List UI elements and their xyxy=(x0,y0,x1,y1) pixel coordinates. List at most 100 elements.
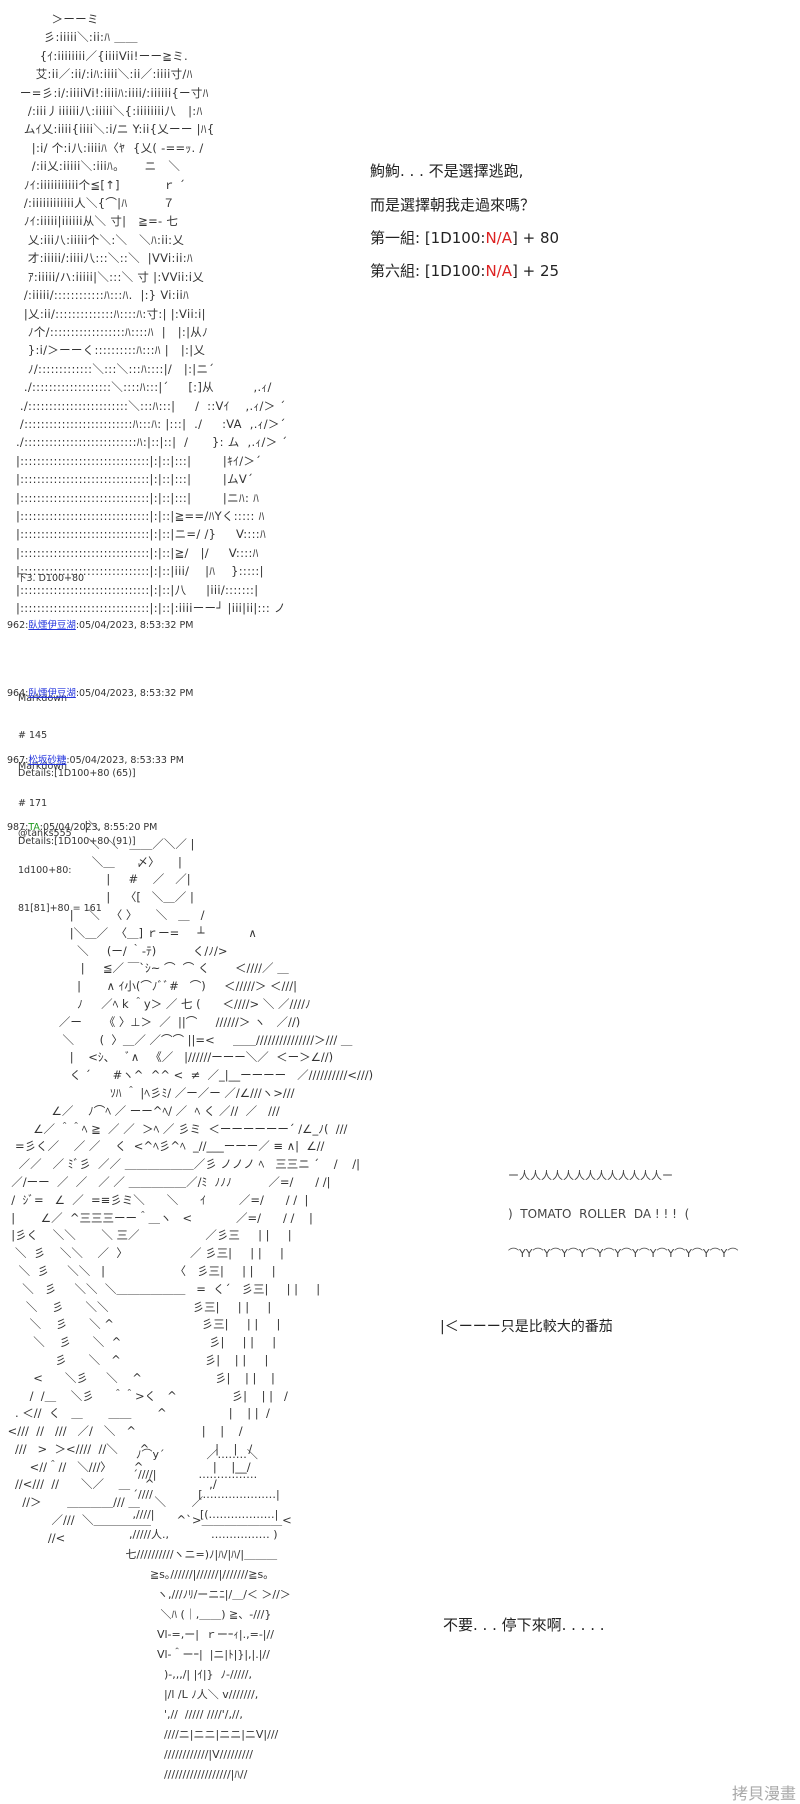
post-author-link[interactable]: 臥煙伊豆湖 xyxy=(28,620,76,631)
group1-prefix: 第一組: [1D100: xyxy=(370,229,486,247)
ascii-art-line: /::::::::::::::::::::::::::ﾊ:::ﾊ: |:::| … xyxy=(12,416,286,431)
ascii-art-line: |:::::::::::::::::::::::::::::::|:|::|八 … xyxy=(12,582,259,597)
ascii-art-line: //////////////////|ﾊ// xyxy=(115,1768,248,1781)
ascii-art-line: ﾉ个/::::::::::::::::::ﾊ::::ﾊ | |:|从ﾉ xyxy=(12,324,209,339)
ascii-art-line: =彡く／ ／ ／ く <^ﾍ彡^ﾍ _//___ーーー／ ≡ ∧| ∠// xyxy=(4,1139,325,1154)
ascii-art-line: //< xyxy=(4,1530,66,1545)
ascii-art-line: |:::::::::::::::::::::::::::::::|:|::|:i… xyxy=(12,601,286,615)
ascii-art-line: く ´ #ヽ^ ^^ < ≠ ／_|__ーーーー ／//////////<///… xyxy=(4,1068,374,1083)
ascii-art-line: ,////| [(‥‥‥‥‥‥‥‥‥| xyxy=(115,1508,279,1521)
dialogue-line-2: 而是選擇朝我走過來嗎？ xyxy=(370,196,536,214)
ascii-art-line: < ＼彡 ＼ ^ 彡| | | | xyxy=(4,1370,275,1385)
arrow-label: |＜ーーー只是比較大的番茄 xyxy=(440,1319,613,1335)
ascii-art-line: ≧s｡//////|//////|///////≧s｡ xyxy=(115,1568,269,1581)
group1-roll: 第一組: [1D100:N/A] + 80 xyxy=(370,227,559,248)
dialogue-line-1: 鮈鮈. . . 不是選擇逃跑, xyxy=(370,162,524,180)
ascii-art-line: /:ii乂:iiiii＼:iiiﾊ。 ニ ＼ xyxy=(12,159,181,174)
ascii-art-line: ＼＿ 〆〉 | xyxy=(4,854,182,869)
ascii-art-line: 艾:ii／:ii/:iﾊ:iiii＼:ii／:iiii寸/ﾊ xyxy=(12,67,193,82)
post-time: :05/04/2023, 8:53:32 PM xyxy=(75,620,194,631)
ascii-art-line: Vl-=,ー| ｒーｰｨ|.,=-|// xyxy=(115,1628,274,1641)
post-987: 987:TA:05/04/2023, 8:55:20 PM xyxy=(7,797,157,847)
ascii-art-line: ＼ 彡 ＼＼ ＼＿＿＿＿＿＿ = く´ 彡三| | | | xyxy=(4,1281,321,1296)
ascii-art-line: ＼ 彡 ＼ ^ 彡| | | | xyxy=(4,1335,277,1350)
ascii-art-line: <//＾// ＼///〉 ^ | |__/ xyxy=(4,1459,251,1474)
ascii-art-line: | ＼ 〈 〉 ＼ ＿ / xyxy=(4,907,205,922)
ascii-art-line: ,/////人., ‥‥‥‥‥‥‥‥ ) xyxy=(115,1528,278,1541)
ascii-art-line: . ＜// く ＿ ＿＿ ^ | | | / xyxy=(4,1406,270,1421)
ascii-art-line: )-,,,/| |ｲ|} ﾉ-/////, xyxy=(115,1668,253,1681)
ascii-art-line: |:::::::::::::::::::::::::::::::|:|::|≧/… xyxy=(12,545,259,560)
ascii-art-line: |:::::::::::::::::::::::::::::::|:|::|≧=… xyxy=(12,508,265,523)
ascii-art-line: |＼＿／ 〈＿] ｒー= ┴ ∧ xyxy=(4,925,257,940)
ascii-art-line: ∠／ ＾＾ﾍ ≧ ／ ／ ＞ﾍ ／ 彡ミ ＜ーーーーーー´ /∠_ﾉ( /// xyxy=(4,1121,348,1136)
post-number: 962: xyxy=(7,620,29,631)
ascii-art-line: / /＿ ＼彡 ＾＾>く ^ 彡| | | / xyxy=(4,1388,288,1403)
ascii-art-line: 七//////////ヽニ=)ﾉ|ﾊ/|ﾊ/|＿＿＿ xyxy=(115,1548,278,1561)
dialogue-bottom: 不要. . . 停下來啊. . . . . xyxy=(443,1616,605,1634)
watermark: 拷貝漫畫 xyxy=(732,1784,797,1803)
ascii-art-line: |:::::::::::::::::::::::::::::::|:|::|::… xyxy=(12,453,262,468)
post-author-link[interactable]: 臥煙伊豆湖 xyxy=(28,688,76,699)
ascii-art-line: ﾉ/:::::::::::::＼:::＼:::ﾊ::::|/ |:|ニ´ xyxy=(12,361,215,376)
ascii-art-line: ｱ:iiiii/ハ:iiiii|＼:::＼ 寸 |:VVii:i乂 xyxy=(12,269,205,284)
post-header: 987:TA:05/04/2023, 8:55:20 PM xyxy=(7,822,157,835)
ascii-art-line: ｿﾊ ＾ |ﾍ彡ﾐ/ ／ー／ー ／/∠///ヽ>/// xyxy=(4,1085,295,1100)
group6-suffix: ] + 25 xyxy=(512,262,560,280)
ascii-art-line: |/l /L ﾉ人＼ v///////, xyxy=(115,1688,259,1701)
post-header: 967:松坂砂糖:05/04/2023, 8:53:33 PM xyxy=(7,755,184,768)
ascii-art-line: / ｼﾞ= ∠ ／ =≡彡ミ＼ ＼ ｲ ／=/ / / | xyxy=(4,1192,309,1207)
post-line: # 171 xyxy=(18,798,48,809)
ascii-art-line: ////ニ|ニニ|ニニ|ニV|/// xyxy=(115,1728,279,1741)
ascii-art-line: ',// ///// ////'/,//, xyxy=(115,1708,243,1721)
ascii-art-line: | ∧ ｲ小(⌒ﾉﾞﾞ# ⌒) ＜/////＞ ＜///| xyxy=(4,979,298,994)
ascii-art-line: ﾉ⌒y´ ／‥‥‥‥＼ xyxy=(115,1448,258,1461)
group1-value: N/A xyxy=(485,229,512,247)
ascii-art-line: ﾉ ／ﾍ k ＾y＞ ／ 七 ( ＜////> ＼ ／////ﾉ xyxy=(4,996,311,1011)
ascii-art-line: |:::::::::::::::::::::::::::::::|:|::|::… xyxy=(12,490,260,505)
ascii-art-line: </// // /// ／/ ＼ ^ | | / xyxy=(4,1424,243,1439)
post-time: :05/04/2023, 8:55:20 PM xyxy=(39,822,158,833)
post-line: Markdown xyxy=(18,692,68,704)
ascii-art-line: |乂:ii/::::::::::::::ﾊ::::ﾊ:寸:| |:Vii:i| xyxy=(12,306,206,321)
ascii-art-line: ムｲ乂:iiii{iiii＼:i/ニ Y:ii{乂ーー |ﾊ{ xyxy=(12,122,215,137)
ascii-art-line: }:i/＞ーーく::::::::::ﾊ:::ﾊ | |:|乂 xyxy=(12,343,206,358)
ascii-art-line: ﾉｲ:iiiiiiiiiii个≦[↑] ｒ ´ xyxy=(12,177,186,192)
ascii-art-line: ＼ﾊ (｜,＿＿) ≧、-///} xyxy=(115,1608,272,1621)
ascii-art-top: ＞ーーミ 彡:iiiii＼:ii:ﾊ ＿＿ {ｲ:iiiiiiii／{iiiiV… xyxy=(12,10,287,617)
post-line: # 145 xyxy=(18,730,48,741)
ascii-art-line: ー=彡:i/:iiiiVi!:iiiiﾊ:iiii/:iiiiii{ー寸ﾊ xyxy=(12,85,209,100)
ascii-art-line: 彡:iiiii＼:ii:ﾊ ＿＿ xyxy=(12,30,138,45)
group6-value: N/A xyxy=(485,262,512,280)
ascii-art-line: ´////| ‥‥‥‥‥‥‥‥ xyxy=(115,1468,258,1481)
ascii-art-line: {ｲ:iiiiiiii／{iiiiVii!ーー≧ミ. xyxy=(12,48,188,63)
ascii-art-line: Vl-＾ーｰ| |ニ|ﾄ|}|,|.|// xyxy=(115,1648,270,1661)
ascii-art-bottom: ﾉ⌒y´ ／‥‥‥‥＼ ´////| ‥‥‥‥‥‥‥‥ ´//// [‥‥‥‥‥… xyxy=(115,1445,290,1785)
ascii-art-line: ／/ーー ／ ／ ／ ／ ＿＿＿＿＿／/ﾐ ﾉﾉﾉ ／=/ / /| xyxy=(4,1174,331,1189)
ascii-art-line: | 〈[ ＼＿／ | xyxy=(4,890,194,905)
ascii-art-line: ﾉｲ:iiiii|iiiiii从＼ 寸| ≧=- 七 xyxy=(12,214,179,229)
post-author-link[interactable]: 松坂砂糖 xyxy=(28,755,67,766)
post-time: :05/04/2023, 8:53:33 PM xyxy=(66,755,184,766)
ascii-art-line: |:::::::::::::::::::::::::::::::|:|::|ニ=… xyxy=(12,527,266,542)
post-number: 964: xyxy=(7,688,29,699)
bubble-text: ) TOMATO ROLLER DA ! ! ! ( xyxy=(508,1207,690,1221)
ascii-art-line: /:iiiiiiiiiiii人＼{⌒|ﾊ ７ xyxy=(12,196,175,211)
ascii-art-line: ////////////|V///////// xyxy=(115,1748,254,1761)
post-time: :05/04/2023, 8:53:32 PM xyxy=(75,688,194,699)
ascii-art-line: /// > ＞<//// //＼ ^ | | / xyxy=(4,1441,253,1456)
ascii-art-line: ´//// [‥‥‥‥‥‥‥‥‥‥| xyxy=(115,1488,280,1501)
post-line: @tanks555 xyxy=(18,827,72,839)
post-header: 964:臥煙伊豆湖:05/04/2023, 8:53:32 PM xyxy=(7,688,193,701)
ascii-art-line: 才:iiiii/:iiii八:::＼::＼ |VVi:ii:ﾊ xyxy=(12,251,193,266)
ascii-art-line: ＼ 彡 ＼＼ ／ 〉 ／ 彡三| | | | xyxy=(4,1246,284,1261)
ascii-art-line: 乂:iii八:iiiii个＼:＼ ＼ﾊ:ii:乂 xyxy=(12,232,185,247)
ascii-art-line: |:i/ 个:i八:iiiiﾊ〈ﾔ {乂( -==ｯ. / xyxy=(12,140,204,155)
ascii-art-line: ./::::::::::::::::::::::::＼:::ﾊ:::| / ::… xyxy=(12,398,286,413)
post-number: 987: xyxy=(7,822,29,833)
group6-prefix: 第六組: [1D100: xyxy=(370,262,486,280)
post-964: 964:臥煙伊豆湖:05/04/2023, 8:53:32 PM Markdow… xyxy=(7,663,193,886)
ascii-art-line: ＼ 彡 ＼ ^ 彡三| | | | xyxy=(4,1317,281,1332)
bubble-top: ー人人人人人人人人人人人人人ー xyxy=(508,1169,673,1182)
ascii-art-line: | ∠／ ^三三三ーー＾＿ヽ < ／=/ / / | xyxy=(4,1210,313,1225)
